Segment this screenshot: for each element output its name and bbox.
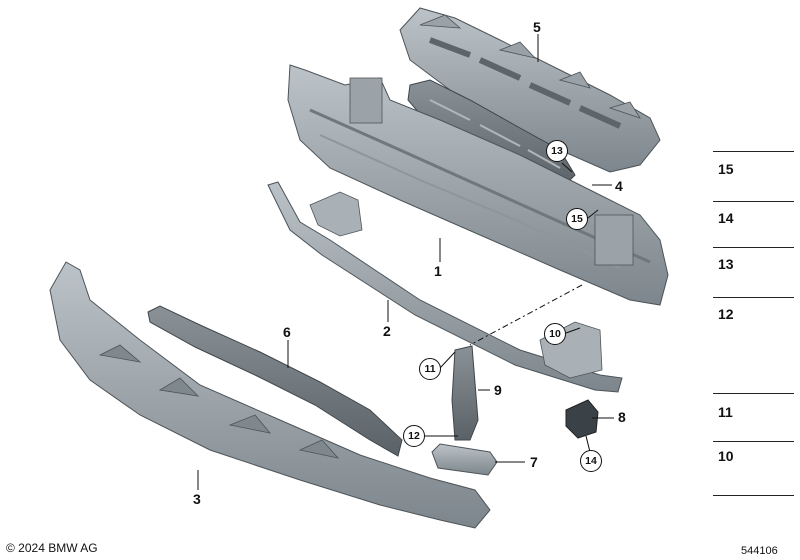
legend-number: 12 [718,306,734,322]
part-3-absorber [49,261,491,529]
legend-row: 10 [713,441,794,496]
legend-number: 15 [718,161,734,177]
callout-7: 7 [530,454,538,470]
legend-row: 11 [713,393,794,442]
circled-callout-11: 11 [419,358,441,380]
legend-row: 13 [713,247,794,298]
callout-1: 1 [434,263,442,279]
callout-8: 8 [618,409,626,425]
legend-number: 13 [718,256,734,272]
callout-4: 4 [615,178,623,194]
legend-number: 11 [718,404,733,420]
legend-number: 10 [718,448,734,464]
legend-number: 14 [718,210,734,226]
fastener-legend: 15 14 13 12 11 10 [713,151,794,545]
document-number: 544106 [741,545,778,557]
part-1-carrier [287,64,669,306]
part-5-absorber [399,7,661,173]
circled-callout-10: 10 [544,323,566,345]
copyright: © 2024 BMW AG [6,541,98,555]
callout-5: 5 [533,19,541,35]
part-6-strip [147,305,403,457]
circled-callout-12: 12 [403,425,425,447]
legend-row: 14 [713,201,794,248]
part-7-piece [431,443,498,476]
circled-callout-14: 14 [580,450,602,472]
leader-lines [197,34,614,490]
circled-callout-13: 13 [546,140,568,162]
legend-row: 12 [713,297,794,394]
part-8-piece [565,399,599,439]
circled-callout-15: 15 [566,208,588,230]
legend-row [713,495,794,546]
legend-row: 15 [713,151,794,202]
callout-3: 3 [193,491,201,507]
callout-9: 9 [494,382,502,398]
callout-2: 2 [383,323,391,339]
part-9-bracket [451,345,479,441]
callout-6: 6 [283,324,291,340]
